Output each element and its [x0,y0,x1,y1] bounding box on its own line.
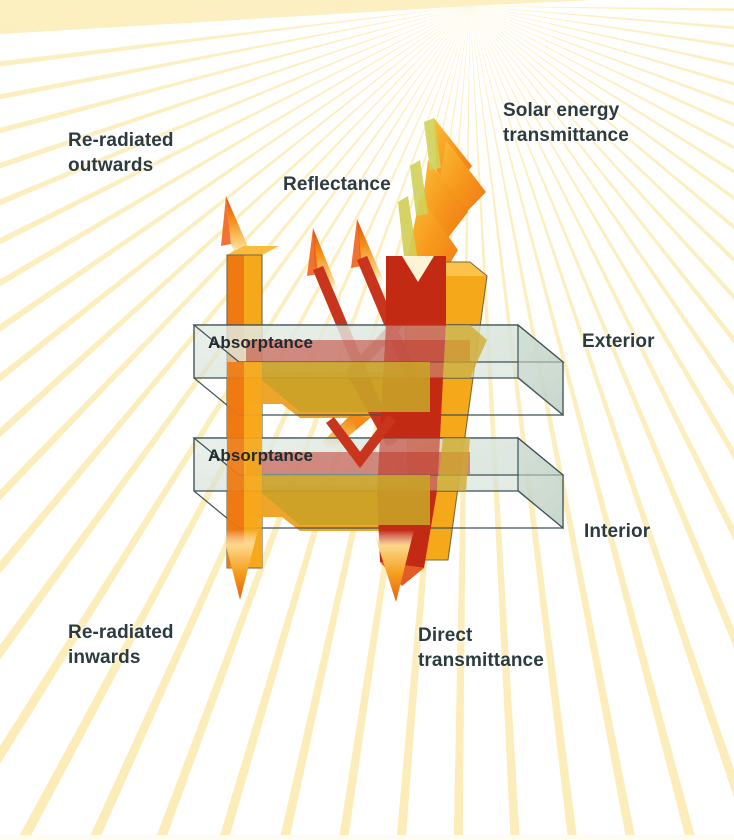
label-exterior: Exterior [582,331,655,352]
label-absorptance-outer-pane: Absorptance [208,333,314,352]
label-absorptance-inner-pane: Absorptance [208,446,314,465]
arrow-right-band-glass-tint [437,325,487,491]
label-interior: Interior [584,521,651,542]
arrow-direct-transmittance-down [373,530,414,602]
arrow-re-radiated-inwards [222,530,258,600]
arrow-olive-behind-glass [262,362,430,525]
label-direct-transmittance: Direct transmittance [418,625,544,671]
arrow-reflection-v-lower [326,414,396,469]
label-re-radiated-outwards: Re-radiated outwards [68,130,174,176]
arrow-re-radiated-outwards-upper [221,196,252,260]
label-re-radiated-inwards: Re-radiated inwards [68,622,174,668]
arrow-column-front-face [227,362,262,568]
label-reflectance: Reflectance [283,174,391,195]
label-solar-energy-transmittance: Solar energy transmittance [503,100,629,146]
